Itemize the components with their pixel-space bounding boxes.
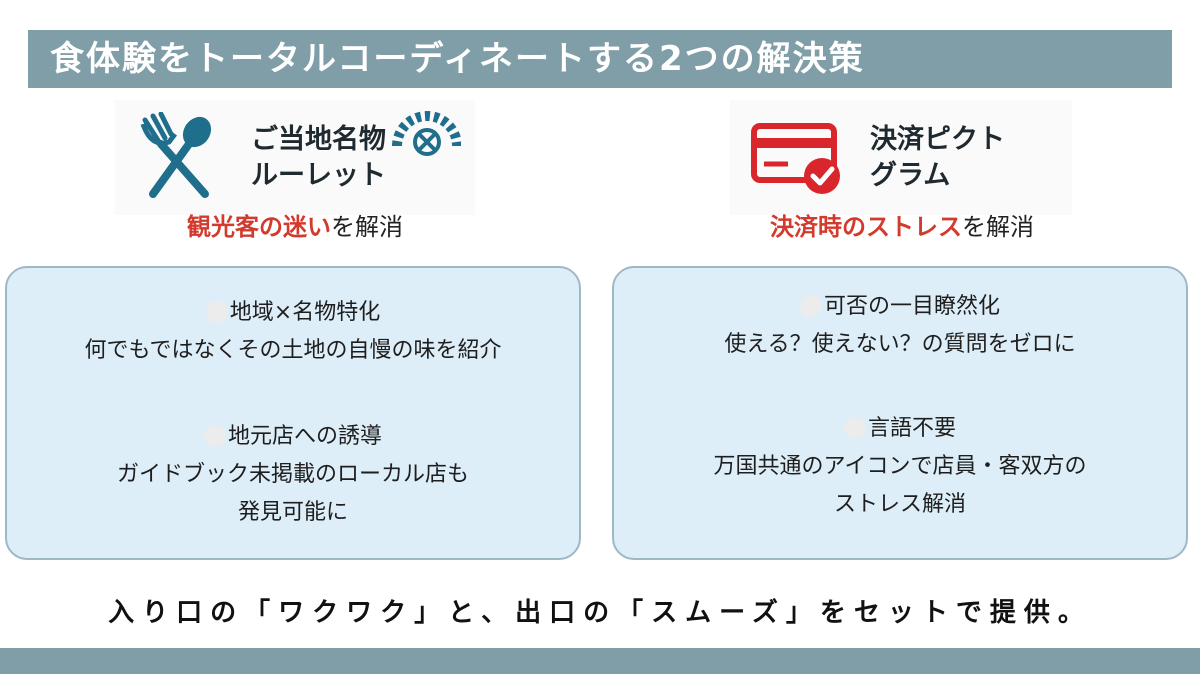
point-local-shops: 地元店への誘導 ガイドブック未掲載のローカル店も 発見可能に	[116, 424, 469, 525]
roulette-header: ご当地名物 ルーレット	[115, 100, 475, 215]
pictogram-subtitle: 決済時のストレスを解消	[770, 213, 1034, 241]
pictogram-card: 可否の一目瞭然化 使える？使えない？の質問をゼロに 言語不要 万国共通のアイコン…	[612, 266, 1188, 560]
roulette-subtitle: 観光客の迷いを解消	[187, 213, 403, 241]
roulette-label: ご当地名物 ルーレット	[251, 124, 386, 191]
roulette-wheel-icon	[391, 106, 462, 176]
credit-card-check-icon	[748, 112, 848, 202]
pictogram-header: 決済ピクト グラム	[730, 100, 1072, 215]
bullet-dot	[843, 417, 866, 439]
roulette-card: 地域×名物特化 何でもではなくその土地の自慢の味を紹介 地元店への誘導 ガイドブ…	[5, 266, 581, 560]
point-region-specialty: 地域×名物特化 何でもではなくその土地の自慢の味を紹介	[84, 300, 502, 363]
fork-spoon-roulette-icon	[135, 111, 235, 202]
footer-summary: 入り口の「ワクワク」と、出口の「スムーズ」をセットで提供。	[108, 598, 1092, 628]
point-at-a-glance: 可否の一目瞭然化 使える？使えない？の質問をゼロに	[724, 294, 1076, 357]
bottom-bar	[0, 648, 1200, 674]
title-bar: 食体験をトータルコーディネートする2つの解決策	[28, 30, 1172, 88]
bullet-dot	[799, 295, 822, 317]
bullet-dot	[205, 301, 228, 323]
pictogram-label: 決済ピクト グラム	[870, 124, 1005, 191]
point-no-language: 言語不要 万国共通のアイコンで店員・客双方の ストレス解消	[713, 416, 1087, 517]
bullet-dot	[203, 425, 226, 447]
page-title: 食体験をトータルコーディネートする2つの解決策	[50, 39, 865, 79]
